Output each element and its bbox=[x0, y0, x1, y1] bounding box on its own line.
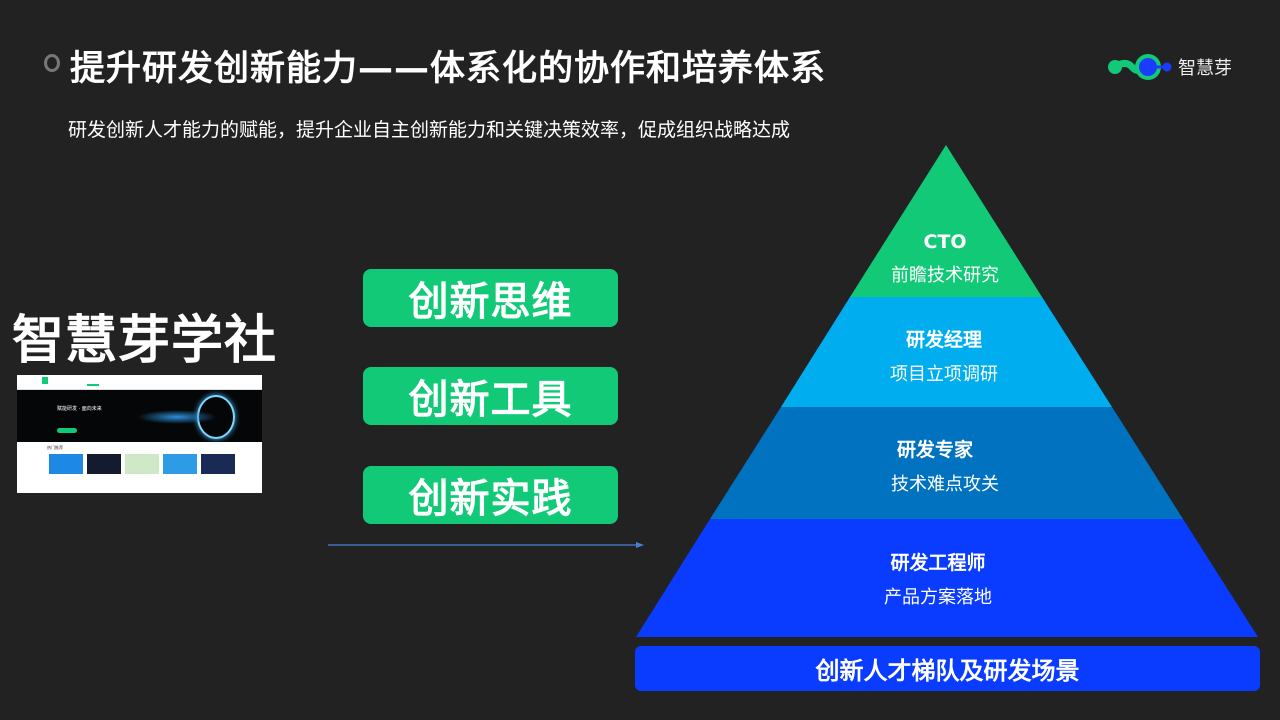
pillar-innovative-tools: 创新工具 bbox=[363, 367, 618, 425]
level-title: 研发专家 bbox=[896, 439, 973, 461]
banner-text: 赋能研发 · 面向未来 bbox=[57, 406, 102, 412]
title-bullet-icon bbox=[44, 54, 60, 72]
brand-title: 智慧芽学社 bbox=[12, 311, 278, 371]
pillar-innovative-practice: 创新实践 bbox=[363, 466, 618, 524]
level-manager-label: 研发经理 项目立项调研 bbox=[814, 325, 1074, 386]
pillar-innovative-thinking: 创新思维 bbox=[363, 269, 618, 327]
logo-text: 智慧芽 bbox=[1178, 58, 1232, 79]
section-title: 热门推荐 bbox=[47, 445, 63, 450]
level-desc: 产品方案落地 bbox=[884, 587, 992, 608]
level-title: CTO bbox=[923, 231, 967, 253]
website-screenshot: 赋能研发 · 面向未来 热门推荐 bbox=[17, 375, 262, 493]
level-desc: 技术难点攻关 bbox=[891, 474, 999, 495]
level-desc: 项目立项调研 bbox=[890, 364, 998, 385]
pyramid-level-engineer bbox=[636, 519, 1258, 637]
pyramid-footer-label: 创新人才梯队及研发场景 bbox=[635, 646, 1260, 691]
pyramid-level-expert bbox=[710, 407, 1183, 519]
pyramid-level-manager bbox=[781, 297, 1112, 407]
level-desc: 前瞻技术研究 bbox=[891, 265, 999, 286]
page-title: 提升研发创新能力——体系化的协作和培养体系 bbox=[70, 49, 827, 89]
logo: 智慧芽 bbox=[1106, 50, 1232, 84]
level-cto-label: CTO 前瞻技术研究 bbox=[815, 231, 1075, 287]
level-expert-label: 研发专家 技术难点攻关 bbox=[815, 435, 1075, 496]
level-title: 研发工程师 bbox=[890, 552, 986, 574]
arrow-icon bbox=[328, 542, 644, 548]
level-engineer-label: 研发工程师 产品方案落地 bbox=[808, 548, 1068, 609]
logo-icon bbox=[1108, 54, 1172, 80]
level-title: 研发经理 bbox=[905, 329, 982, 351]
pyramid-level-cto bbox=[850, 145, 1042, 297]
page-subtitle: 研发创新人才能力的赋能，提升企业自主创新能力和关键决策效率，促成组织战略达成 bbox=[68, 119, 791, 141]
